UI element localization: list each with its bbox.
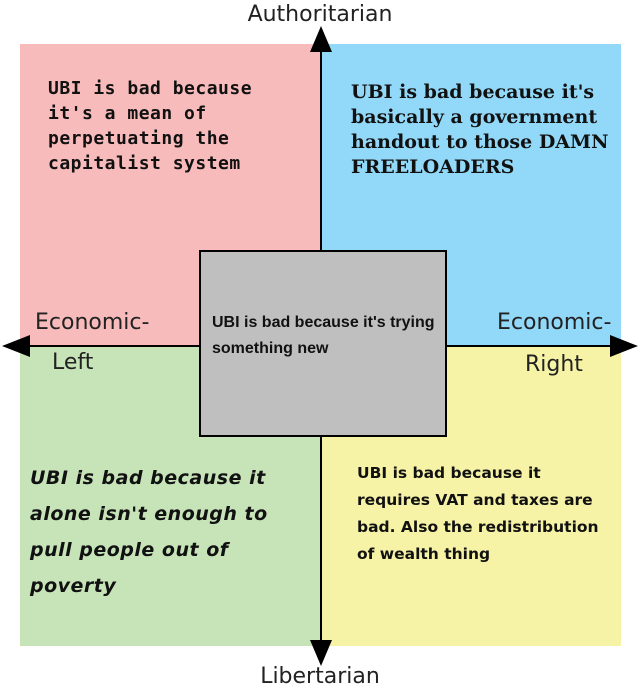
quadrant-lib-left-text: UBI is bad because it alone isn't enough… bbox=[30, 467, 268, 597]
arrow-right-icon bbox=[610, 335, 638, 357]
arrow-up-icon bbox=[310, 26, 332, 52]
quadrant-auth-left-text: UBI is bad because it's a mean of perpet… bbox=[48, 78, 253, 174]
center-box-text: UBI is bad because it's trying something… bbox=[212, 314, 435, 357]
center-box bbox=[199, 250, 447, 437]
quadrant-lib-right-text: UBI is bad because it requires VAT and t… bbox=[357, 464, 599, 563]
quadrant-auth-right-text: UBI is bad because it's basically a gove… bbox=[351, 81, 609, 178]
arrow-down-icon bbox=[310, 640, 332, 666]
axis-label-authoritarian: Authoritarian bbox=[247, 2, 393, 27]
axis-label-economic-right-line1: Economic- bbox=[497, 310, 612, 335]
axis-label-economic-right-line2: Right bbox=[525, 352, 583, 377]
axis-label-libertarian: Libertarian bbox=[260, 664, 380, 689]
axis-label-economic-left-line1: Economic- bbox=[35, 310, 150, 335]
arrow-left-icon bbox=[2, 335, 30, 357]
axis-label-economic-left-line2: Left bbox=[52, 350, 94, 375]
